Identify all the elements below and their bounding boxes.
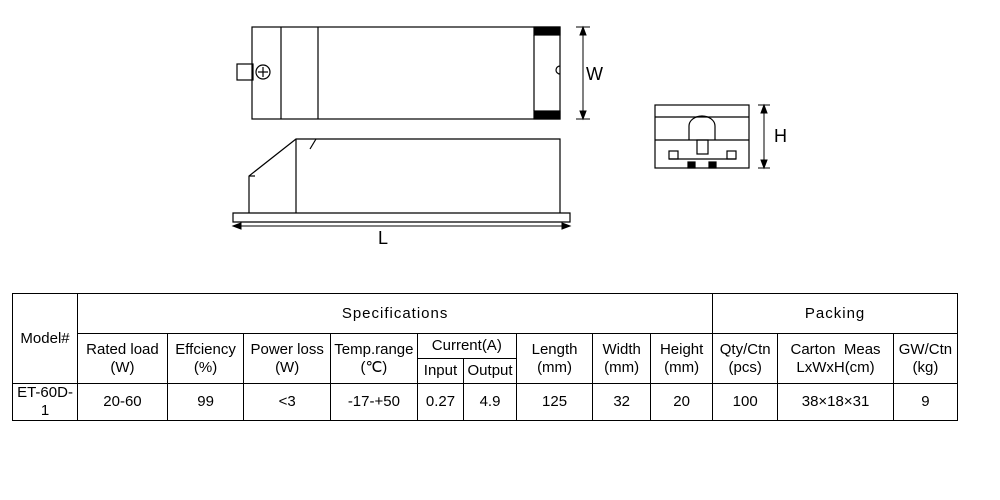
side-view xyxy=(232,138,571,223)
width-header: Width(mm) xyxy=(592,333,652,384)
packing-header: Packing xyxy=(712,293,958,334)
width-dimension xyxy=(576,25,590,121)
length-label: L xyxy=(378,228,388,248)
top-view-outline xyxy=(251,26,561,120)
gw-header: GW/Ctn(kg) xyxy=(892,333,959,384)
cell-model: ET-60D-1 xyxy=(11,383,79,421)
top-view xyxy=(236,26,561,120)
model-header: Model# xyxy=(11,293,79,384)
specifications-header: Specifications xyxy=(77,293,714,334)
end-view xyxy=(654,104,750,169)
temp-range-header: Temp.range(℃) xyxy=(330,333,418,384)
cell-qty: 100 xyxy=(712,383,779,421)
product-dimension-drawing: W L H xyxy=(231,25,787,248)
qty-header: Qty/Ctn(pcs) xyxy=(712,333,779,384)
cell-length: 125 xyxy=(515,383,594,421)
specification-table: Model# Specifications Packing Rated load… xyxy=(11,293,959,421)
power-loss-header: Power loss(W) xyxy=(243,333,332,384)
cell-efficiency: 99 xyxy=(166,383,245,421)
cell-height: 20 xyxy=(650,383,714,421)
efficiency-header: Effciency(%) xyxy=(166,333,245,384)
end-view-outline xyxy=(654,104,750,169)
current-header: Current(A) xyxy=(416,333,517,359)
height-dimension xyxy=(758,103,770,170)
length-dimension xyxy=(231,222,572,230)
cell-output: 4.9 xyxy=(463,383,517,421)
cell-width: 32 xyxy=(592,383,652,421)
cell-carton: 38×18×31 xyxy=(777,383,894,421)
cell-gw: 9 xyxy=(892,383,959,421)
cell-power-loss: <3 xyxy=(243,383,332,421)
height-header: Height(mm) xyxy=(650,333,714,384)
width-label: W xyxy=(586,64,603,84)
cell-input: 0.27 xyxy=(416,383,465,421)
table-row: ET-60D-1 20-60 99 <3 -17-+50 0.27 4.9 12… xyxy=(11,383,959,421)
cell-temp-range: -17-+50 xyxy=(330,383,418,421)
cell-rated-load: 20-60 xyxy=(77,383,168,421)
rated-load-header: Rated load(W) xyxy=(77,333,168,384)
current-input-header: Input xyxy=(416,358,465,384)
length-header: Length(mm) xyxy=(515,333,594,384)
height-label: H xyxy=(774,126,787,146)
current-output-header: Output xyxy=(463,358,517,384)
